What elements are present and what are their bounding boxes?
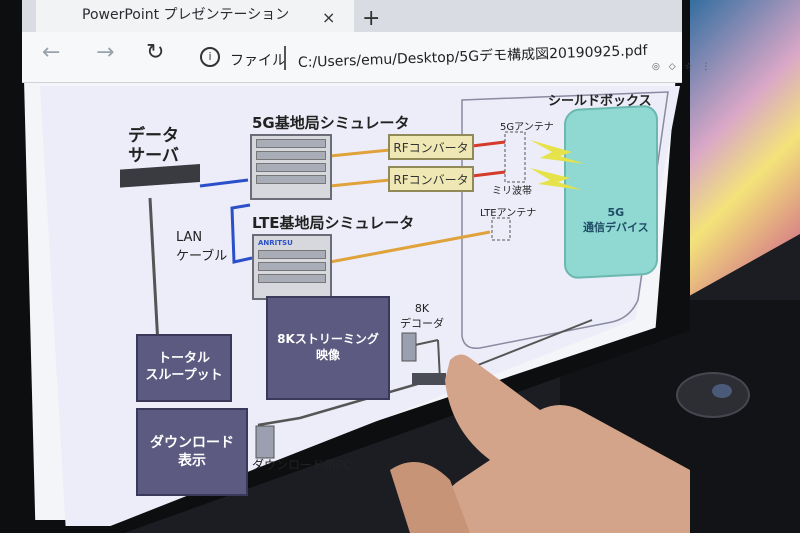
forward-arrow-icon[interactable]: → xyxy=(96,40,115,65)
file-scheme-label: ファイル xyxy=(230,53,286,69)
browser-tab[interactable] xyxy=(36,0,354,32)
back-arrow-icon[interactable]: ← xyxy=(42,40,61,65)
address-separator xyxy=(284,46,286,70)
server-shape xyxy=(120,164,200,188)
wave-bolt-2 xyxy=(530,168,582,190)
toolbar-icons: ◎ ◇ ☆ ⋮ xyxy=(652,62,714,72)
rf-converter-1: RFコンバータ xyxy=(388,134,474,160)
line-rf1-antenna xyxy=(471,140,506,148)
data-server-label: データ サーバ xyxy=(128,126,179,167)
mmwave-label: ミリ波帯 xyxy=(492,186,532,197)
line-lte-antenna xyxy=(329,230,491,264)
line-downloadpc xyxy=(257,376,439,427)
reload-icon[interactable]: ↻ xyxy=(146,40,165,65)
info-icon[interactable]: i xyxy=(200,47,220,67)
pointing-hand xyxy=(390,354,690,533)
network-switch xyxy=(412,373,446,385)
line-server-5g xyxy=(199,178,249,188)
rf-converter-2: RFコンバータ xyxy=(388,166,474,192)
line-server-throughput xyxy=(148,197,160,346)
rack-brand: ANRITSU xyxy=(258,239,293,247)
shield-box-outline xyxy=(461,91,669,349)
line-decoder xyxy=(414,339,439,346)
mouse-button xyxy=(712,384,732,398)
antenna-5g-box xyxy=(504,131,526,183)
antenna-lte-box xyxy=(491,217,511,241)
sim-5g-rack xyxy=(250,134,332,200)
sim-lte-rack: ANRITSU xyxy=(252,234,332,300)
tab-title: PowerPoint プレゼンテーション xyxy=(82,7,290,23)
device-shape xyxy=(564,105,658,279)
computer-mouse xyxy=(676,372,750,418)
line-rf2-antenna xyxy=(471,170,506,178)
antenna-lte-label: LTEアンテナ xyxy=(480,208,537,219)
decoder-label: 8K デコーダ xyxy=(400,302,444,330)
new-tab-icon[interactable]: + xyxy=(362,6,381,31)
shield-box-label: シールドボックス xyxy=(548,94,652,109)
tab-close-icon[interactable]: × xyxy=(322,8,336,27)
throughput-box: トータル スループット xyxy=(136,334,232,402)
line-sim5g-rf2 xyxy=(329,178,391,188)
download-pc-label: ダウンロード用PC xyxy=(252,458,352,472)
download-display-box: ダウンロード 表示 xyxy=(136,408,248,496)
line-lan-lte xyxy=(230,203,253,264)
sim-5g-label: 5G基地局シミュレータ xyxy=(252,114,410,132)
line-sim5g-rf1 xyxy=(329,148,391,158)
sim-lte-label: LTE基地局シミュレータ xyxy=(252,214,415,232)
wave-bolt-1 xyxy=(530,140,585,164)
download-pc-shape xyxy=(255,425,275,459)
streaming-box: 8Kストリーミング 映像 xyxy=(266,296,390,400)
device-label: 5G 通信デバイス xyxy=(583,206,649,234)
antenna-5g-label: 5Gアンテナ xyxy=(500,122,554,133)
decoder-shape xyxy=(401,332,417,362)
address-bar xyxy=(22,32,682,83)
lan-cable-label: LAN ケーブル xyxy=(176,230,228,264)
